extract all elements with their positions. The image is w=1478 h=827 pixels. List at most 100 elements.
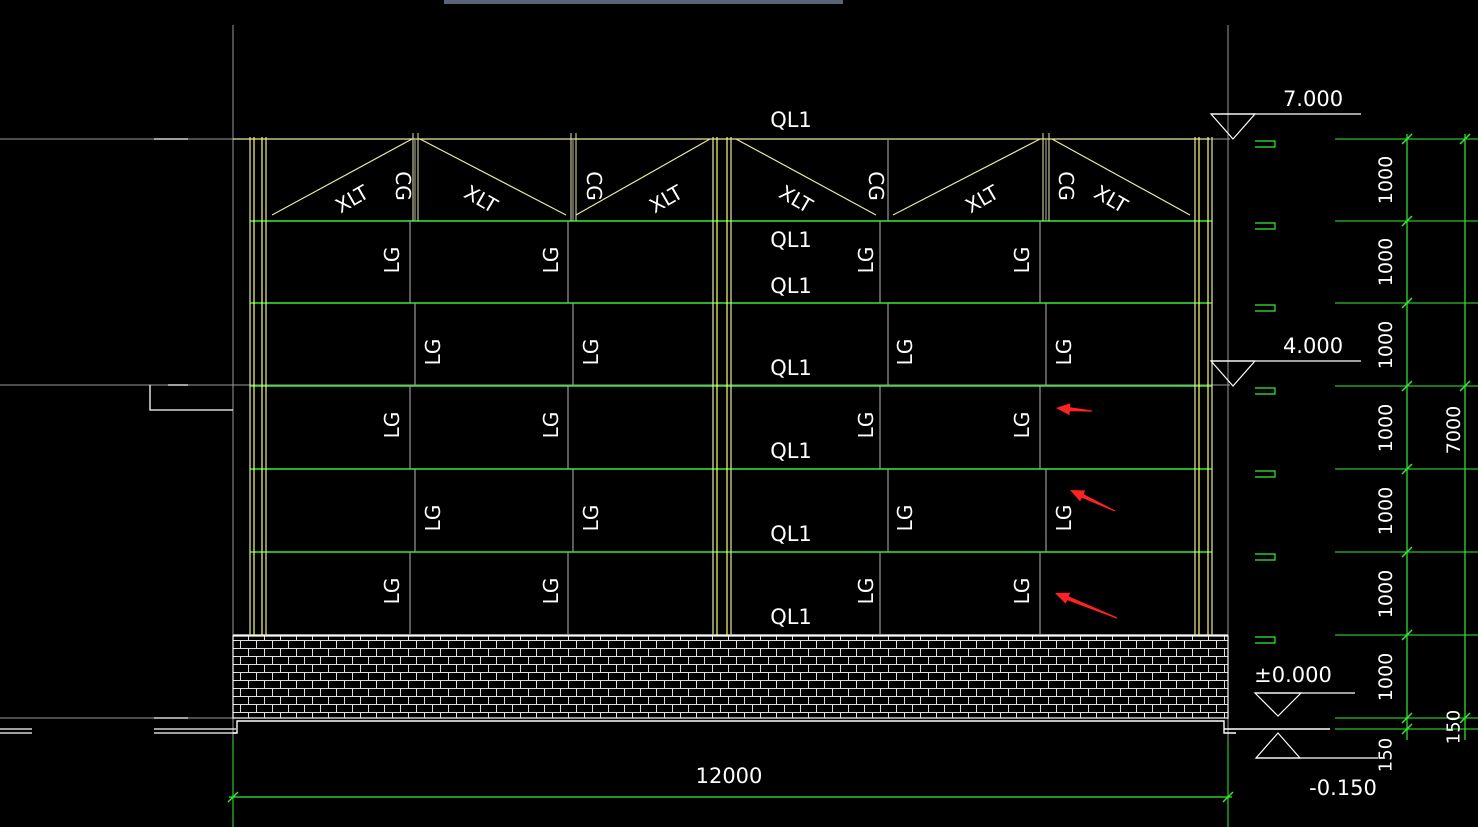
steel-column [1194, 137, 1213, 636]
elevation-mark: 7.000 [1209, 87, 1361, 140]
dimension-tick [1222, 791, 1234, 803]
left-side-detail [0, 138, 236, 734]
red-arrow [1056, 403, 1092, 416]
dimension-value: 150 [1444, 710, 1465, 744]
column-label-lg: LG [1052, 505, 1076, 532]
brace-label-xlt: XLT [775, 180, 817, 218]
dimension-value: 1000 [1375, 404, 1397, 452]
column-label-lg: LG [380, 578, 404, 605]
steel-column [712, 137, 732, 636]
dimension-tick [1401, 723, 1413, 735]
roof-bracing [271, 138, 1191, 216]
column-label-lg: LG [893, 505, 917, 532]
column-label-lg: LG [893, 339, 917, 366]
column-label-lg: LG [539, 247, 563, 274]
column-label-lg: LG [380, 247, 404, 274]
column-label-lg: LG [421, 339, 445, 366]
brace-line [892, 138, 1041, 216]
level-tick [1255, 636, 1276, 644]
dimension-value: 1000 [1375, 653, 1397, 701]
dimension-value: 150 [1376, 738, 1397, 772]
dimension-tick [1401, 297, 1413, 309]
column-label-lg: LG [1010, 247, 1034, 274]
elevation-label: 4.000 [1283, 334, 1343, 358]
dimension-tick [1401, 380, 1413, 392]
elevation-mark: 4.000 [1209, 334, 1361, 387]
elevation-triangle [1254, 732, 1302, 759]
beam-label-ql1: QL1 [770, 274, 812, 298]
strut-label-cg: CG [1054, 171, 1078, 200]
elevation-triangle [1209, 113, 1257, 140]
beam-label-ql1: QL1 [770, 228, 812, 252]
elevation-mark: -0.150 [1254, 732, 1378, 800]
dimension-tick [227, 791, 239, 803]
dimension-tick [1459, 133, 1471, 145]
steel-column [249, 137, 267, 636]
dimension-value: 1000 [1375, 238, 1397, 286]
dimension-tick [1401, 133, 1413, 145]
elevation-mark: ±0.000 [1253, 663, 1355, 717]
strut-label-cg: CG [864, 171, 888, 200]
dimension-tick [1401, 629, 1413, 641]
brace-label-xlt: XLT [961, 180, 1003, 218]
brace-label-xlt: XLT [645, 180, 687, 218]
level-tick [1255, 553, 1276, 561]
window-title-bar [444, 0, 843, 4]
dimension-tick [1459, 380, 1471, 392]
beam-label-ql1: QL1 [770, 522, 812, 546]
red-arrow [1055, 592, 1118, 619]
dimension-value: 1000 [1375, 570, 1397, 618]
column-label-lg: LG [579, 505, 603, 532]
elevation-label: -0.150 [1309, 776, 1377, 800]
dimension-value: 1000 [1375, 487, 1397, 535]
column-label-lg: LG [1010, 578, 1034, 605]
brace-line [1051, 138, 1191, 216]
beam-label-ql1: QL1 [770, 108, 812, 132]
level-tick [1255, 304, 1276, 312]
column-label-lg: LG [854, 578, 878, 605]
strut-label-cg: CG [582, 171, 606, 200]
beam-label-ql1: QL1 [770, 439, 812, 463]
column-label-lg: LG [380, 412, 404, 439]
elevation-label: 7.000 [1283, 87, 1343, 111]
elevation-triangle [1209, 360, 1257, 387]
dimension-value: 1000 [1375, 156, 1397, 204]
brick-foundation [232, 635, 1229, 719]
brace-label-xlt: XLT [1090, 180, 1132, 218]
dimension-total-width: 12000 [696, 764, 763, 788]
foundation-base-outline [233, 720, 1330, 734]
strut-label-cg: CG [391, 171, 415, 200]
brace-label-xlt: XLT [331, 180, 373, 218]
dimension-total: 7000 [1443, 406, 1465, 454]
dimension-value: 1000 [1375, 321, 1397, 369]
brace-line [735, 138, 877, 216]
brace-line [419, 138, 567, 216]
dimension-tick [1401, 546, 1413, 558]
column-label-lg: LG [579, 339, 603, 366]
dimension-tick [1401, 712, 1413, 724]
column-label-lg: LG [1052, 339, 1076, 366]
column-label-lg: LG [539, 578, 563, 605]
level-tick [1255, 387, 1276, 395]
level-tick [1255, 470, 1276, 478]
beam-label-ql1: QL1 [770, 356, 812, 380]
level-tick [1255, 222, 1276, 230]
red-arrow [1070, 490, 1116, 512]
beam-label-ql1: QL1 [770, 605, 812, 629]
column-label-lg: LG [421, 505, 445, 532]
column-label-lg: LG [1010, 412, 1034, 439]
bottom-dimension: 12000 [227, 740, 1234, 827]
brace-line [271, 138, 413, 216]
brace-label-xlt: XLT [460, 180, 502, 218]
column-label-lg: LG [539, 412, 563, 439]
column-label-lg: LG [854, 412, 878, 439]
wall-posts [409, 133, 1050, 635]
annotation-arrows [1055, 403, 1118, 619]
right-dimensions: 7.000 4.000 ±0.000 -0.150 1000 1000 1000 1000 10… [1209, 87, 1478, 800]
dimension-tick [1401, 463, 1413, 475]
brace-line [575, 138, 711, 216]
dimension-tick [1401, 215, 1413, 227]
column-label-lg: LG [854, 247, 878, 274]
